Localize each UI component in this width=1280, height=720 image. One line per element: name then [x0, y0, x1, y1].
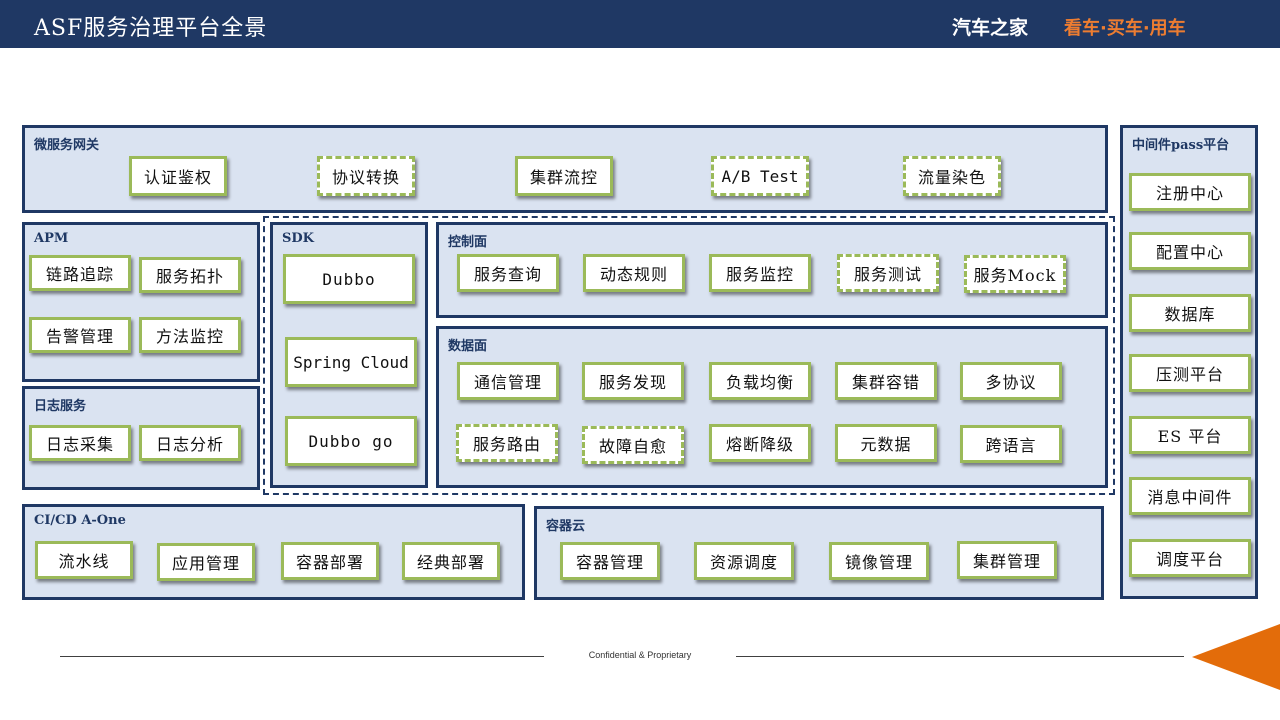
sdk-panel: SDK Dubbo Spring Cloud Dubbo go [270, 222, 428, 488]
data-item-fault-tolerance: 集群容错 [835, 362, 937, 400]
cicd-item-pipeline: 流水线 [35, 541, 133, 579]
gateway-panel: 微服务网关 认证鉴权 协议转换 集群流控 A/B Test 流量染色 [22, 125, 1108, 213]
container-cloud-title: 容器云 [546, 519, 586, 534]
cicd-title: CI/CD A-One [34, 513, 126, 528]
apm-item-topology: 服务拓扑 [139, 257, 241, 293]
gateway-title: 微服务网关 [34, 138, 100, 153]
sdk-item-dubbo: Dubbo [283, 254, 415, 304]
data-item-load-balance: 负载均衡 [709, 362, 811, 400]
gateway-item-traffic-dye: 流量染色 [903, 156, 1001, 196]
brand-slogan: 看车·买车·用车 [1064, 18, 1186, 39]
control-item-query: 服务查询 [457, 254, 559, 292]
middleware-item-scheduler: 调度平台 [1129, 539, 1251, 577]
data-item-metadata: 元数据 [835, 424, 937, 462]
control-item-mock: 服务Mock [964, 255, 1066, 293]
gateway-item-ab-test: A/B Test [711, 156, 809, 196]
brand-logo: 汽车之家 [952, 17, 1029, 39]
data-item-multi-protocol: 多协议 [960, 362, 1062, 400]
log-item-analysis: 日志分析 [139, 425, 241, 461]
footer-confidential: Confidential & Proprietary [588, 650, 692, 660]
data-item-communication: 通信管理 [457, 362, 559, 400]
middleware-item-mq: 消息中间件 [1129, 477, 1251, 515]
page-title: ASF服务治理平台全景 [34, 16, 268, 41]
middleware-item-stress-test: 压测平台 [1129, 354, 1251, 392]
footer-divider-right [736, 656, 1184, 657]
middleware-item-database: 数据库 [1129, 294, 1251, 332]
control-item-dynamic-rules: 动态规则 [583, 254, 685, 292]
gateway-item-flow-control: 集群流控 [515, 156, 613, 196]
gateway-item-protocol: 协议转换 [317, 156, 415, 196]
control-item-testing: 服务测试 [837, 254, 939, 292]
data-item-routing: 服务路由 [456, 424, 558, 462]
middleware-item-registry: 注册中心 [1129, 173, 1251, 211]
footer-divider-left [60, 656, 544, 657]
apm-item-tracing: 链路追踪 [29, 255, 131, 291]
middleware-title: 中间件pass平台 [1132, 138, 1230, 153]
log-title: 日志服务 [34, 399, 87, 414]
data-item-self-healing: 故障自愈 [582, 426, 684, 464]
log-panel: 日志服务 日志采集 日志分析 [22, 386, 260, 490]
sdk-plane-group [263, 216, 1115, 495]
data-item-cross-language: 跨语言 [960, 425, 1062, 463]
cicd-item-classic-deploy: 经典部署 [402, 542, 500, 580]
cicd-item-app-management: 应用管理 [157, 543, 255, 581]
sdk-title: SDK [282, 231, 314, 246]
corner-triangle [1192, 624, 1280, 690]
data-item-discovery: 服务发现 [582, 362, 684, 400]
gateway-item-auth: 认证鉴权 [129, 156, 227, 196]
middleware-item-es: ES 平台 [1129, 416, 1251, 454]
apm-item-method-monitor: 方法监控 [139, 317, 241, 353]
cicd-item-container-deploy: 容器部署 [281, 542, 379, 580]
data-plane-panel: 数据面 通信管理 服务发现 负载均衡 集群容错 多协议 服务路由 故障自愈 熔断… [436, 326, 1108, 488]
control-plane-panel: 控制面 服务查询 动态规则 服务监控 服务测试 服务Mock [436, 222, 1108, 318]
container-item-container-mgmt: 容器管理 [560, 542, 660, 580]
sdk-item-spring-cloud: Spring Cloud [285, 337, 417, 387]
cicd-panel: CI/CD A-One 流水线 应用管理 容器部署 经典部署 [22, 504, 525, 600]
header-bar: ASF服务治理平台全景 汽车之家 看车·买车·用车 [0, 0, 1280, 48]
control-plane-title: 控制面 [448, 235, 488, 250]
container-item-image-mgmt: 镜像管理 [829, 542, 929, 580]
container-item-resource-scheduling: 资源调度 [694, 542, 794, 580]
middleware-item-config: 配置中心 [1129, 232, 1251, 270]
data-item-circuit-breaker: 熔断降级 [709, 424, 811, 462]
apm-panel: APM 链路追踪 服务拓扑 告警管理 方法监控 [22, 222, 260, 382]
sdk-item-dubbo-go: Dubbo go [285, 416, 417, 466]
data-plane-title: 数据面 [448, 339, 488, 354]
apm-item-alerts: 告警管理 [29, 317, 131, 353]
control-item-monitor: 服务监控 [709, 254, 811, 292]
container-item-cluster-mgmt: 集群管理 [957, 541, 1057, 579]
log-item-collect: 日志采集 [29, 425, 131, 461]
apm-title: APM [34, 231, 69, 246]
middleware-panel: 中间件pass平台 注册中心 配置中心 数据库 压测平台 ES 平台 消息中间件… [1120, 125, 1258, 599]
container-cloud-panel: 容器云 容器管理 资源调度 镜像管理 集群管理 [534, 506, 1104, 600]
